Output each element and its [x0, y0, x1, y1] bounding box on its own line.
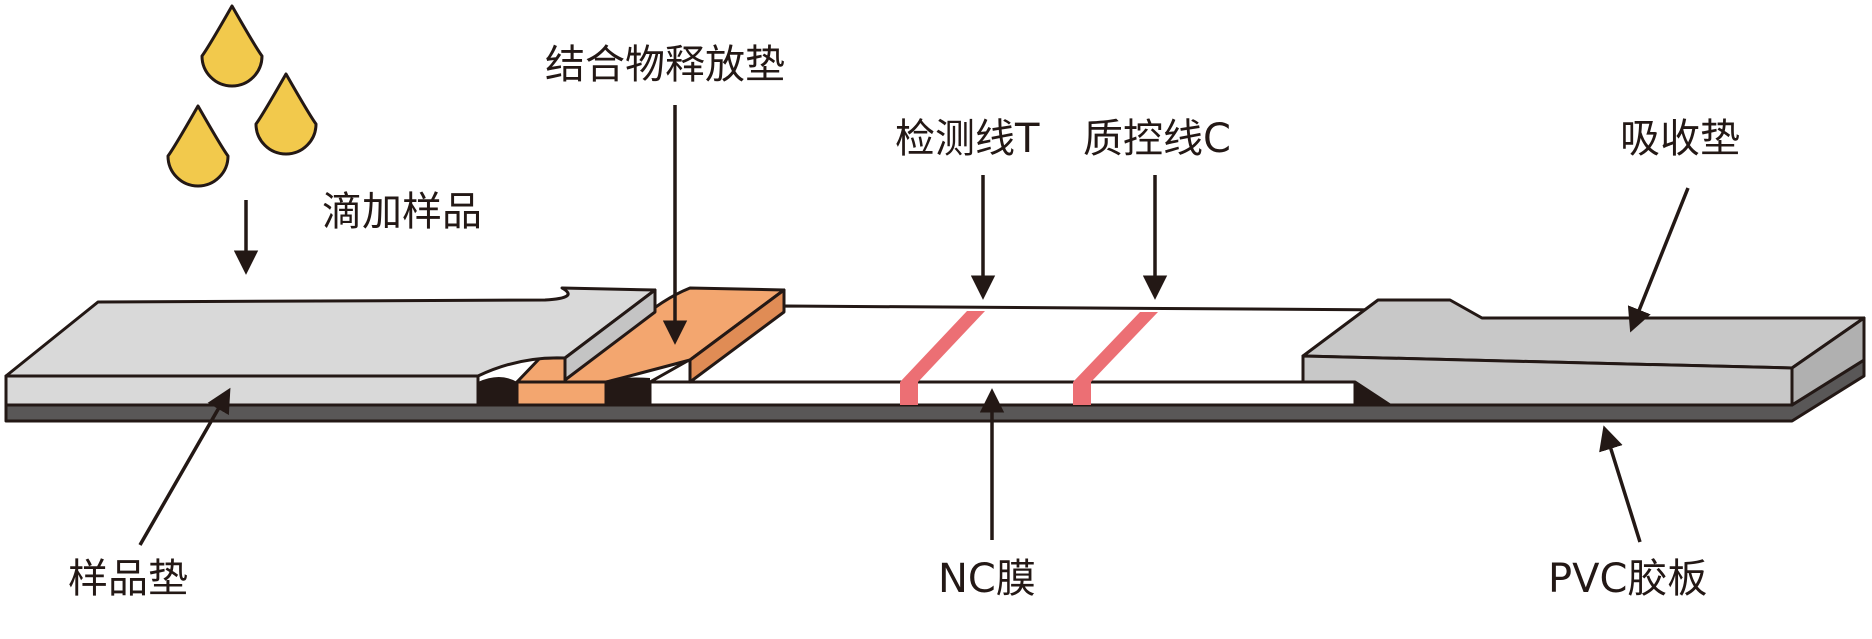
arrows	[138, 105, 1690, 546]
conjugate-pad-front	[515, 380, 608, 407]
droplet-icon	[166, 104, 230, 188]
sample-pad-label: 样品垫	[68, 556, 188, 602]
control-line-c-front	[1073, 382, 1091, 405]
conjugate-pad-label: 结合物释放垫	[545, 42, 785, 88]
control-line-c	[1073, 312, 1158, 382]
sample-droplets	[166, 4, 318, 188]
control-line-label: 质控线C	[1083, 116, 1231, 162]
droplet-icon	[200, 4, 264, 88]
sample-pad-front	[4, 374, 480, 407]
nc-membrane-label: NC膜	[938, 556, 1036, 602]
absorbent-pad-arrow	[1627, 187, 1690, 333]
nc-membrane-front	[648, 380, 1357, 407]
absorbent-pad-side	[1790, 316, 1866, 407]
sample-pad-arrow	[138, 387, 231, 546]
labels: 滴加样品 结合物释放垫 检测线T 质控线C 吸收垫 样品垫 NC膜 PVC胶板	[68, 42, 1740, 602]
conjugate-pad-shadow	[606, 377, 650, 405]
droplet-icon	[254, 72, 318, 156]
sample-pad-shadow	[478, 377, 517, 405]
sample-pad	[4, 286, 657, 407]
test-line-t	[900, 311, 985, 382]
absorbent-pad-label: 吸收垫	[1620, 116, 1740, 162]
drop-sample-label: 滴加样品	[322, 189, 482, 235]
test-line-label: 检测线T	[895, 116, 1040, 162]
pvc-backing-arrow	[1599, 425, 1642, 543]
pvc-backing-label: PVC胶板	[1548, 556, 1707, 602]
sample-pad-side	[563, 288, 657, 382]
conjugate-pad-side	[688, 288, 786, 384]
test-line-t-front	[900, 382, 918, 405]
absorbent-pad	[1301, 298, 1866, 407]
